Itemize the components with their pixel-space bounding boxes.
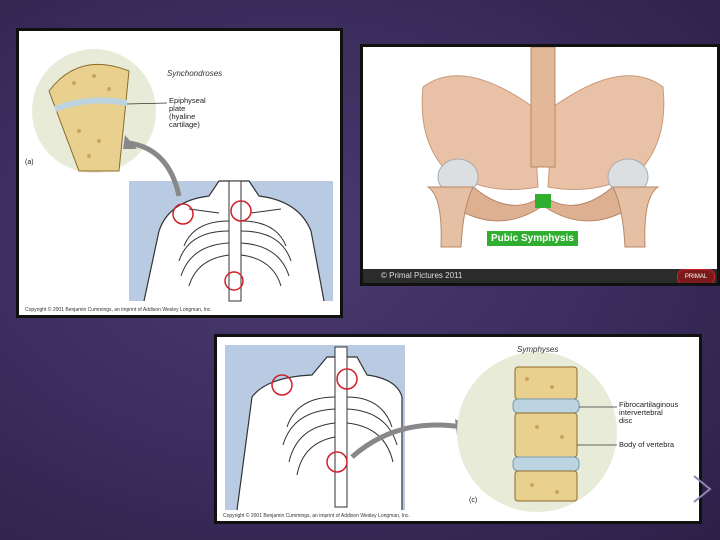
synchondroses-panel: Synchondroses Epiphyseal plate (hyaline … — [16, 28, 343, 318]
callout-line: Epiphyseal — [169, 96, 206, 105]
callout-line: Fibrocartilaginous — [619, 400, 679, 409]
epiphyseal-callout: Epiphyseal plate (hyaline cartilage) — [169, 97, 206, 129]
symphyses-illustration — [225, 345, 617, 512]
primal-credit: © Primal Pictures 2011 — [381, 271, 463, 280]
panel-c-title: Symphyses — [517, 345, 559, 354]
synchondroses-illustration — [32, 49, 333, 302]
panel-c-copyright: Copyright © 2001 Benjamin Cummings, an i… — [223, 513, 410, 519]
panel-a-title: Synchondroses — [167, 69, 223, 78]
primal-logo: PRIMAL — [677, 269, 715, 283]
disc-callout: Fibrocartilaginous intervertebral disc — [619, 401, 678, 425]
symphyses-panel: Symphyses Fibrocartilaginous interverteb… — [214, 334, 702, 524]
pelvis-illustration — [363, 47, 717, 283]
highlight-circles — [172, 200, 252, 291]
callout-line: (hyaline — [169, 112, 196, 121]
callout-line: intervertebral — [619, 408, 663, 417]
highlight-circles — [271, 368, 358, 473]
panel-a-copyright: Copyright © 2001 Benjamin Cummings, an i… — [25, 307, 212, 313]
pubic-symphysis-panel: Pubic Symphysis © Primal Pictures 2011 P… — [360, 44, 720, 286]
panel-c-letter: (c) — [469, 497, 478, 504]
next-chevron-icon[interactable] — [688, 472, 716, 506]
panel-a-letter: (a) — [25, 159, 34, 166]
callout-line: plate — [169, 104, 186, 113]
callout-line: disc — [619, 416, 633, 425]
vertebra-callout: Body of vertebra — [619, 440, 675, 449]
callout-line: cartilage) — [169, 120, 200, 129]
pubic-symphysis-label: Pubic Symphysis — [487, 231, 578, 246]
symphysis-marker — [535, 194, 551, 208]
